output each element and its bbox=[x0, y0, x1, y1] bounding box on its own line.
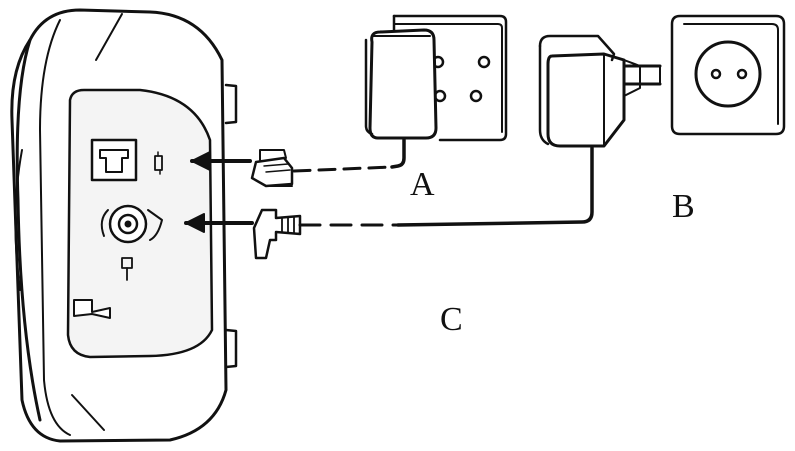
dc-plug bbox=[252, 208, 302, 260]
cord-clip bbox=[73, 299, 111, 319]
label-b: B bbox=[672, 188, 695, 225]
phone-plug bbox=[250, 149, 294, 188]
phone-cord-solid bbox=[390, 138, 406, 169]
phone-jack bbox=[90, 138, 163, 182]
label-c: C bbox=[440, 301, 463, 338]
socket-a bbox=[364, 14, 508, 142]
power-jack bbox=[100, 204, 163, 281]
socket-b bbox=[538, 14, 786, 148]
connector-panel bbox=[66, 88, 214, 359]
power-cord-solid bbox=[396, 146, 594, 227]
arrows bbox=[184, 151, 254, 233]
phone-cord bbox=[292, 165, 394, 173]
label-a: A bbox=[410, 166, 435, 203]
